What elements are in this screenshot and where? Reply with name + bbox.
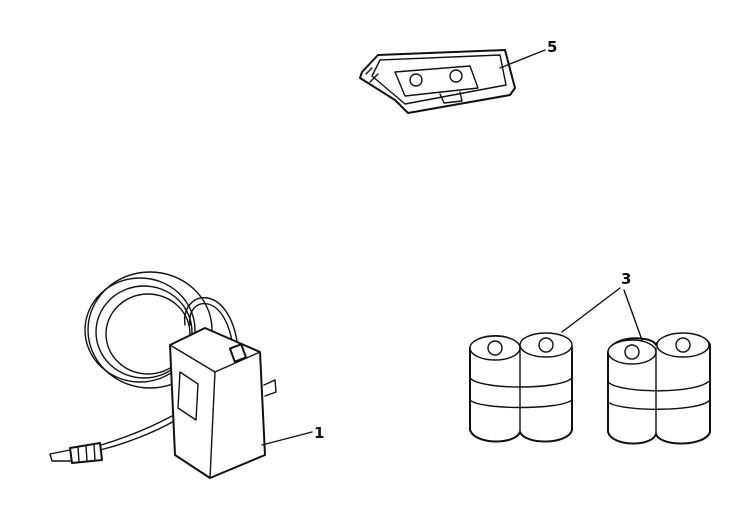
battery-pack-icon [469,332,711,445]
callout-5: 5 [547,38,558,56]
callout-3: 3 [621,270,632,288]
leader-line-5 [499,49,546,69]
cassette-icon [359,49,516,114]
leader-line-1 [261,431,313,446]
callout-1: 1 [314,424,325,442]
leader-lines-3 [561,287,643,341]
ac-adapter-icon [49,271,277,479]
